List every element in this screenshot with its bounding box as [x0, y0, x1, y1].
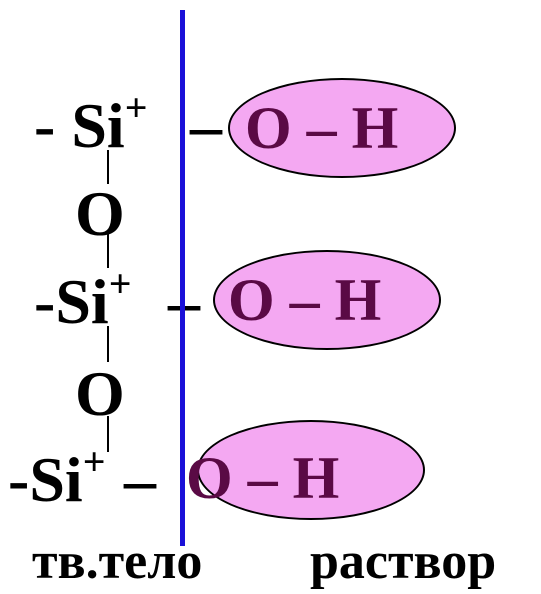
bridge-oxygen-1: O — [75, 178, 125, 249]
oh-group-ellipse-2 — [213, 250, 441, 350]
bond-dash-1: – — [190, 90, 222, 161]
bond-o2-si3 — [107, 416, 109, 452]
si-charge-1: + — [124, 85, 148, 130]
bond-si1-o1 — [107, 150, 109, 184]
si-label-1: - Si — [34, 90, 125, 161]
phase-boundary-line — [180, 10, 185, 546]
si-atom-2: -Si+ — [34, 264, 131, 334]
bond-si2-o2 — [107, 326, 109, 362]
si-charge-3: + — [82, 439, 106, 484]
oh-group-1: O – H — [245, 95, 399, 161]
si-label-3: -Si — [8, 444, 83, 515]
oh-group-2: O – H — [228, 267, 382, 333]
si-atom-3: -Si+ — [8, 442, 105, 512]
bond-o1-si2 — [107, 232, 109, 268]
solid-phase-label: тв.тело — [32, 533, 203, 590]
si-atom-1: - Si+ — [34, 88, 147, 158]
bond-dash-3: – — [124, 444, 156, 515]
si-charge-2: + — [108, 261, 132, 306]
si-label-2: -Si — [34, 266, 109, 337]
oh-group-3: O – H — [186, 445, 340, 511]
oh-group-ellipse-3 — [197, 420, 425, 520]
solution-phase-label: раствор — [310, 533, 497, 590]
oh-group-ellipse-1 — [228, 78, 456, 178]
bridge-oxygen-2: O — [75, 358, 125, 429]
